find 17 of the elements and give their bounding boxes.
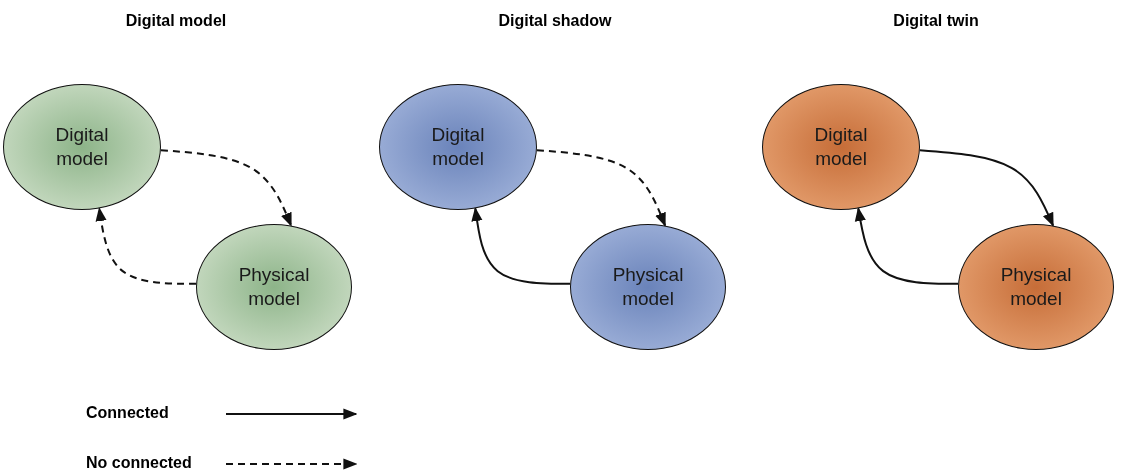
connector-arrow [854,207,960,285]
node-label: Physical model [999,263,1073,311]
connector-arrow [471,207,572,285]
legend-label: No connected [86,454,192,472]
connector-arrow [918,149,1055,227]
connector-arrow [535,149,667,227]
connector-arrow [159,149,293,227]
connector-arrow [95,207,198,285]
node-label: Physical model [237,263,311,311]
panel-heading: Digital shadow [498,12,612,30]
node-label: Digital model [430,123,486,171]
panel-heading: Digital model [125,12,227,30]
panel-heading: Digital twin [893,12,979,30]
legend-label: Connected [86,404,169,422]
node-label: Physical model [611,263,685,311]
node-label: Digital model [54,123,110,171]
node-label: Digital model [813,123,869,171]
